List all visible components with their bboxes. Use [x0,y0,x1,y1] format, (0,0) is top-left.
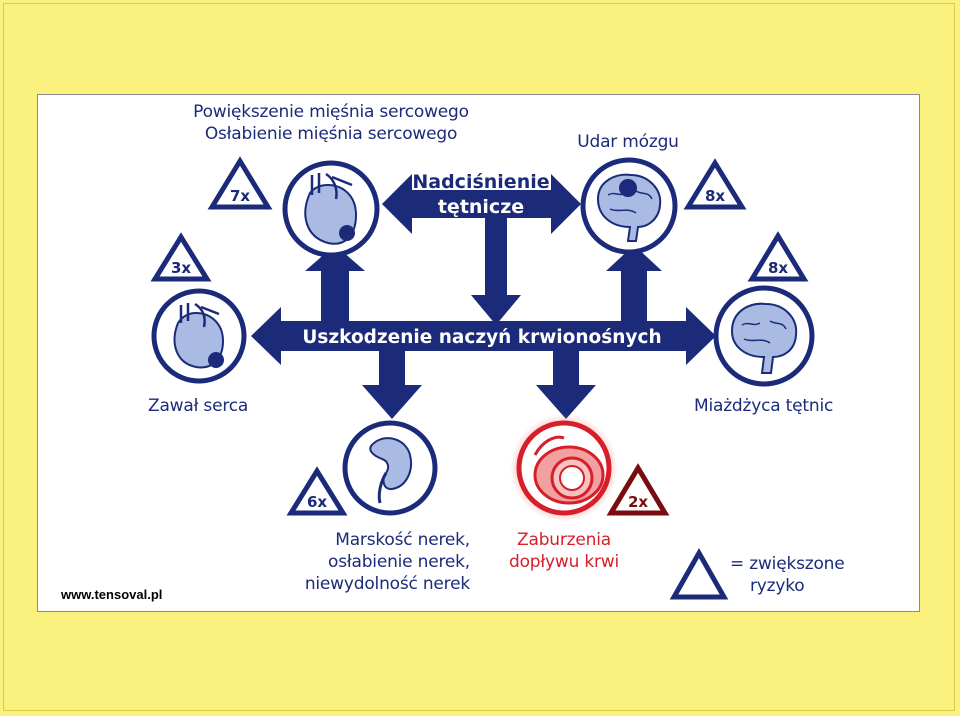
bottom-center-label-line1: Zaburzenia [517,530,611,550]
risk-value-8x-top: 8x [705,187,725,205]
risk-value-8x-right: 8x [768,259,788,277]
heart-attack-icon [151,288,247,384]
bottom-center-label: Zaburzenia dopływu krwi [494,529,634,573]
slide-border [3,3,955,711]
bottom-center-label-line2: dopływu krwi [508,552,620,572]
arrow-down-to-blood [536,351,596,419]
risk-value-3x: 3x [171,259,191,277]
top-left-label: Powiększenie mięśnia sercowego Osłabieni… [176,101,486,145]
hypertension-title-line1: Nadciśnienie [412,171,549,193]
left-label: Zawał serca [148,396,249,416]
hypertension-title-line2: tętnicze [438,196,524,218]
top-right-label: Udar mózgu [577,132,679,152]
atherosclerosis-brain-icon [713,285,815,387]
risk-value-6x: 6x [307,493,327,511]
hypertension-down-arrow [471,218,521,325]
risk-value-7x: 7x [230,187,250,205]
risk-triangle-6x [286,466,348,516]
brain-stroke-icon [580,157,678,255]
bottom-left-label-line3: niewydolność nerek [304,574,470,594]
legend-text-line2: ryzyko [750,576,805,596]
top-left-label-line2: Osłabienie mięśnia sercowego [204,124,458,144]
kidney-icon [342,420,438,516]
risk-value-2x: 2x [628,493,648,511]
right-label: Miażdżyca tętnic [694,396,834,416]
arrow-up-to-heart [305,245,365,321]
bottom-left-label-line1: Marskość nerek, [335,530,470,550]
legend-triangle-icon [669,547,729,600]
main-bar-label: Uszkodzenie naczyń krwionośnych [302,327,661,348]
bottom-left-label-line2: osłabienie nerek, [328,552,470,572]
top-left-label-line1: Powiększenie mięśnia sercowego [193,102,469,122]
risk-triangle-3x [150,232,212,282]
risk-triangle-2x [606,463,670,516]
hypertension-double-arrow [382,174,581,234]
arrow-down-to-kidney [362,351,422,419]
website-url: www.tensoval.pl [61,587,163,602]
risk-triangle-8x-top [683,158,747,210]
bottom-left-label: Marskość nerek, osłabienie nerek, niewyd… [278,529,470,595]
legend-text-line1: = zwiększone [730,554,845,574]
enlarged-heart-icon [282,160,380,258]
blood-flow-icon [510,414,618,522]
diagram-panel: Nadciśnienie tętnicze Uszkodzenie naczyń… [37,94,920,612]
arrow-up-to-brain [606,245,662,321]
risk-diagram: Nadciśnienie tętnicze Uszkodzenie naczyń… [150,156,815,600]
risk-triangle-8x-right [747,231,809,282]
legend-text: = zwiększone ryzyko [730,553,845,597]
risk-triangle-7x [207,156,273,210]
main-double-arrow [251,307,716,365]
